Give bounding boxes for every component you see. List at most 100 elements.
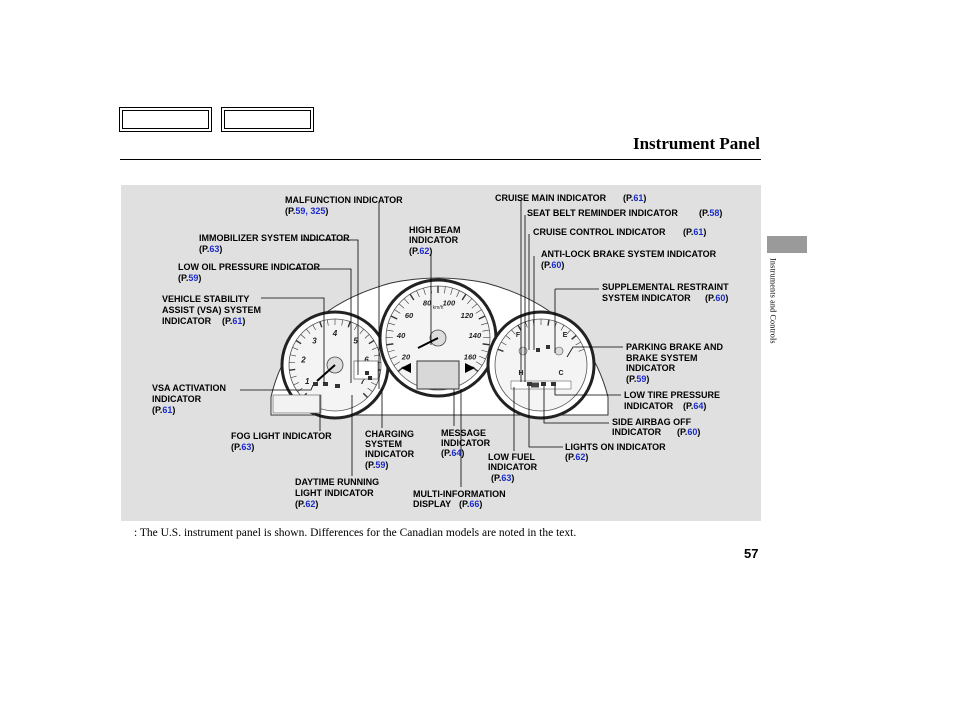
vsa-label-3: INDICATOR <box>162 316 212 326</box>
srs-label-1: SUPPLEMENTAL RESTRAINT <box>602 282 729 292</box>
tach-number: 1 <box>305 377 310 386</box>
low-fuel-label-2: INDICATOR <box>488 462 538 472</box>
vsa-activation-label-2: INDICATOR <box>152 394 202 404</box>
low-oil-ref[interactable]: (P.59) <box>178 273 202 283</box>
immobilizer-label: IMMOBILIZER SYSTEM INDICATOR <box>199 233 350 243</box>
cruise-main-ref[interactable]: (P.61) <box>623 193 647 203</box>
tpms-label-2: INDICATOR <box>624 401 674 411</box>
side-section-text: Instruments and Controls <box>768 258 778 344</box>
parking-brake-label-1: PARKING BRAKE AND <box>626 342 724 352</box>
vsa-ref[interactable]: (P.61) <box>222 316 246 326</box>
cruise-control-label: CRUISE CONTROL INDICATOR <box>533 227 666 237</box>
low-fuel-label-1: LOW FUEL <box>488 452 535 462</box>
drl-label-2: LIGHT INDICATOR <box>295 488 374 498</box>
message-label-2: INDICATOR <box>441 438 491 448</box>
parking-brake-label-3: INDICATOR <box>626 363 676 373</box>
page-number: 57 <box>744 546 759 561</box>
side-airbag-ref[interactable]: (P.60) <box>677 427 701 437</box>
charging-label-2: SYSTEM <box>365 439 403 449</box>
vsa-label-1: VEHICLE STABILITY <box>162 294 250 304</box>
leader-line <box>240 384 314 391</box>
immobilizer-ref[interactable]: (P.63) <box>199 244 223 254</box>
low-fuel-ref[interactable]: (P.63) <box>491 473 515 483</box>
footnote: : The U.S. instrument panel is shown. Di… <box>134 527 577 539</box>
message-ref[interactable]: (P.64) <box>441 448 465 458</box>
tach-number: 6 <box>364 355 369 364</box>
speedo-number: 40 <box>396 331 406 340</box>
parking-brake-label-2: BRAKE SYSTEM <box>626 353 698 363</box>
vsa-activation-label-1: VSA ACTIVATION <box>152 383 226 393</box>
speedo-number: 120 <box>461 311 474 320</box>
cruise-control-ref[interactable]: (P.61) <box>683 227 707 237</box>
fog-light-label: FOG LIGHT INDICATOR <box>231 431 332 441</box>
side-section-label: Instruments and Controls <box>765 258 781 388</box>
abs-ref[interactable]: (P.60) <box>541 260 565 270</box>
mid-label-1: MULTI-INFORMATION <box>413 489 506 499</box>
left-indicator-panel <box>272 394 322 414</box>
high-beam-ref[interactable]: (P.62) <box>409 246 433 256</box>
tach-number: 3 <box>312 336 317 345</box>
leader-line <box>301 239 359 375</box>
speedo-number: 100 <box>443 299 456 308</box>
title-rule <box>120 159 761 160</box>
charging-label-3: INDICATOR <box>365 449 415 459</box>
high-beam-label-1: HIGH BEAM <box>409 225 461 235</box>
speedo-number: 160 <box>464 353 477 362</box>
section-tab <box>767 236 807 253</box>
high-beam-label-2: INDICATOR <box>409 235 459 245</box>
leader-line <box>289 268 352 383</box>
nav-button-contents[interactable] <box>119 107 212 132</box>
right-arrow-icon <box>465 363 475 373</box>
srs-label-2: SYSTEM INDICATOR <box>602 293 691 303</box>
indicator-lamps <box>313 345 556 388</box>
multi-information-display <box>416 360 460 390</box>
parking-brake-ref[interactable]: (P.59) <box>626 374 650 384</box>
leader-line <box>261 297 325 383</box>
svg-text:km/h: km/h <box>433 305 444 311</box>
cruise-main-label: CRUISE MAIN INDICATOR <box>495 193 607 203</box>
side-airbag-label-2: INDICATOR <box>612 427 662 437</box>
seat-belt-ref[interactable]: (P.58) <box>699 208 723 218</box>
mid-ref[interactable]: (P.66) <box>459 499 483 509</box>
nav-button-index[interactable] <box>221 107 314 132</box>
tach-number: 7 <box>360 377 365 386</box>
charging-ref[interactable]: (P.59) <box>365 460 389 470</box>
speedo-number: 140 <box>469 331 482 340</box>
left-arrow-icon <box>401 363 411 373</box>
charging-label-1: CHARGING <box>365 429 414 439</box>
tach-number: 4 <box>332 329 338 338</box>
low-oil-label: LOW OIL PRESSURE INDICATOR <box>178 262 321 272</box>
lights-on-ref[interactable]: (P.62) <box>565 452 589 462</box>
fuel-temp-mark: F <box>516 332 521 339</box>
leader-line <box>528 386 563 448</box>
side-airbag-label-1: SIDE AIRBAG OFF <box>612 417 692 427</box>
fuel-temp-mark: C <box>558 370 563 377</box>
srs-ref[interactable]: (P.60) <box>705 293 729 303</box>
speedo-number: 20 <box>401 353 411 362</box>
seat-belt-label: SEAT BELT REMINDER INDICATOR <box>527 208 678 218</box>
lights-on-label: LIGHTS ON INDICATOR <box>565 442 666 452</box>
speedo-number: 60 <box>405 311 414 320</box>
tpms-ref[interactable]: (P.64) <box>683 401 707 411</box>
drl-ref[interactable]: (P.62) <box>295 499 319 509</box>
page-title: Instrument Panel <box>632 134 760 153</box>
leader-line <box>543 386 609 424</box>
mid-label-2: DISPLAY <box>413 499 452 509</box>
tach-number: 2 <box>300 355 306 364</box>
vsa-activation-ref[interactable]: (P.61) <box>152 405 176 415</box>
leader-line <box>566 346 623 358</box>
leader-line <box>554 386 621 396</box>
fuel-temp-mark: E <box>563 332 568 339</box>
fog-light-ref[interactable]: (P.63) <box>231 442 255 452</box>
vsa-label-2: ASSIST (VSA) SYSTEM <box>162 305 262 315</box>
tach-number: 5 <box>353 336 358 345</box>
speedo-number: 80 <box>423 299 432 308</box>
malfunction-label: MALFUNCTION INDICATOR <box>285 195 403 205</box>
drl-label-1: DAYTIME RUNNING <box>295 477 380 487</box>
abs-label: ANTI-LOCK BRAKE SYSTEM INDICATOR <box>541 249 717 259</box>
message-label-1: MESSAGE <box>441 428 487 438</box>
malfunction-ref[interactable]: (P.59, 325) <box>285 206 329 216</box>
